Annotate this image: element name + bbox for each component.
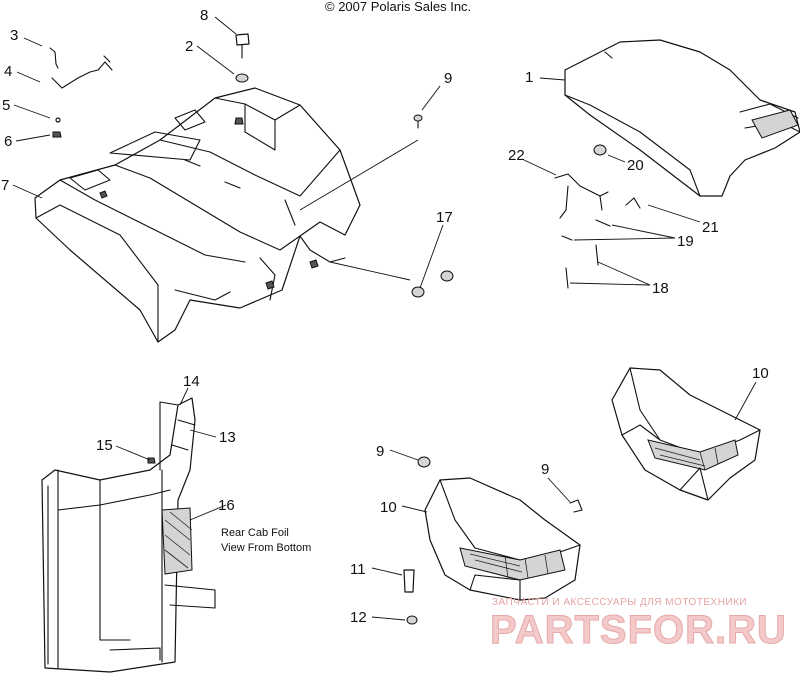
callout-15: 15	[96, 437, 113, 454]
callout-11: 11	[350, 561, 366, 578]
seat-part	[554, 39, 800, 289]
rear-cab-part	[34, 87, 361, 343]
view-note-line-2: View From Bottom	[221, 542, 311, 554]
callout-2: 2	[185, 38, 193, 55]
callout-22: 22	[508, 147, 525, 164]
leader-lines	[12, 16, 757, 621]
callout-10-right: 10	[752, 365, 769, 382]
callout-9-top: 9	[444, 70, 452, 87]
callout-10-center: 10	[380, 499, 397, 516]
callout-21: 21	[702, 219, 719, 236]
callout-3: 3	[10, 27, 18, 44]
callout-18: 18	[652, 280, 669, 297]
callout-16: 16	[218, 497, 235, 514]
storage-tray-upper	[611, 367, 761, 501]
watermark-logo: PARTSFOR.RU	[490, 608, 787, 652]
callout-12: 12	[350, 609, 367, 626]
callout-13: 13	[219, 429, 236, 446]
fastener-parts	[411, 114, 454, 298]
callout-4: 4	[4, 63, 12, 80]
callout-8: 8	[200, 7, 208, 24]
callout-17: 17	[436, 209, 453, 226]
rack-hardware-parts	[49, 33, 250, 138]
callout-20: 20	[627, 157, 644, 174]
rear-cab-foil-view	[41, 397, 216, 673]
callout-9-center: 9	[376, 443, 384, 460]
callout-labels: 3 4 5 6 7 8 2 9 1 20 22 21 19 18 17 10 9…	[1, 7, 769, 626]
view-note-line-1: Rear Cab Foil	[221, 527, 289, 539]
copyright-text: © 2007 Polaris Sales Inc.	[325, 0, 471, 14]
callout-6: 6	[4, 133, 12, 150]
callout-14: 14	[183, 373, 200, 390]
storage-tray-lower	[403, 456, 583, 625]
callout-9-right: 9	[541, 461, 549, 478]
callout-5: 5	[2, 97, 10, 114]
callout-7: 7	[1, 177, 9, 194]
callout-19: 19	[677, 233, 694, 250]
watermark-tagline: ЗАПЧАСТИ И АКСЕССУАРЫ ДЛЯ МОТОТЕХНИКИ	[492, 597, 747, 608]
callout-1: 1	[525, 69, 533, 86]
